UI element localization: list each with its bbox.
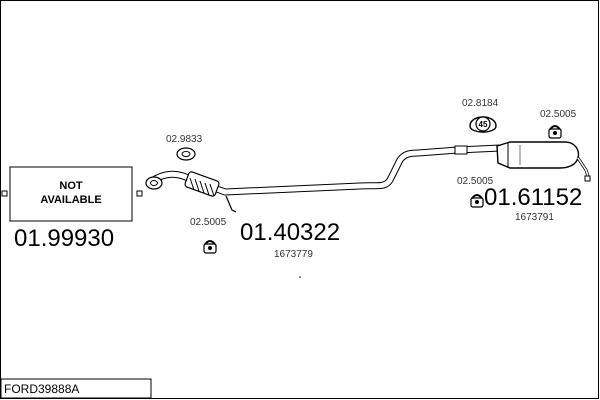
rear-clamp-mid-part-number: 02.5005 <box>457 176 494 187</box>
rear-silencer-oem-ref: 1673791 <box>515 212 554 223</box>
hanger-icon <box>469 116 497 133</box>
front-pipe-part[interactable]: 01.40322 1673779 <box>225 195 340 260</box>
front-pipe-oem-ref: 1673779 <box>274 249 313 260</box>
rear-silencer-part-number: 01.61152 <box>484 184 582 211</box>
left-connector-marker <box>1 190 8 197</box>
rear-clamp-mid-fitting[interactable]: 02.5005 <box>457 176 494 208</box>
rear-hanger-fitting[interactable]: 02.8184 45 <box>462 98 499 133</box>
hanger-badge: 45 <box>479 120 488 129</box>
flex-pipe-icon <box>184 171 220 197</box>
front-pipe-part-number: 01.40322 <box>240 219 340 246</box>
diagram-label-text: FORD39888A <box>4 382 79 396</box>
right-connector-marker <box>136 190 143 197</box>
rear-clamp-top-fitting[interactable]: 02.5005 <box>540 109 577 139</box>
front-gasket-part-number: 02.9833 <box>166 134 203 145</box>
rear-clamp-top-part-number: 02.5005 <box>540 109 577 120</box>
clamp-icon <box>548 125 562 139</box>
not-available-box <box>9 166 133 222</box>
stray-dot <box>299 276 301 278</box>
diagram-label: FORD39888A <box>0 378 152 399</box>
tailpipe-marker <box>584 175 591 182</box>
pipe-joint-icon <box>454 145 468 155</box>
front-gasket-fitting[interactable]: 02.9833 <box>166 134 203 161</box>
not-available-part[interactable]: NOT AVAILABLE 01.99930 <box>1 166 143 252</box>
rear-silencer-part[interactable]: 01.61152 1673791 <box>484 141 591 223</box>
front-clamp-part-number: 02.5005 <box>190 217 227 228</box>
not-available-part-number: 01.99930 <box>14 225 114 252</box>
exhaust-pipe-line <box>146 144 504 196</box>
silencer-icon <box>496 141 580 169</box>
clamp-icon <box>203 240 217 254</box>
not-available-line2: AVAILABLE <box>40 194 101 206</box>
rear-hanger-part-number: 02.8184 <box>462 98 499 109</box>
clamp-icon <box>470 194 484 208</box>
not-available-line1: NOT <box>59 180 83 192</box>
front-clamp-fitting[interactable]: 02.5005 <box>190 217 227 254</box>
front-flange-icon <box>145 176 163 190</box>
